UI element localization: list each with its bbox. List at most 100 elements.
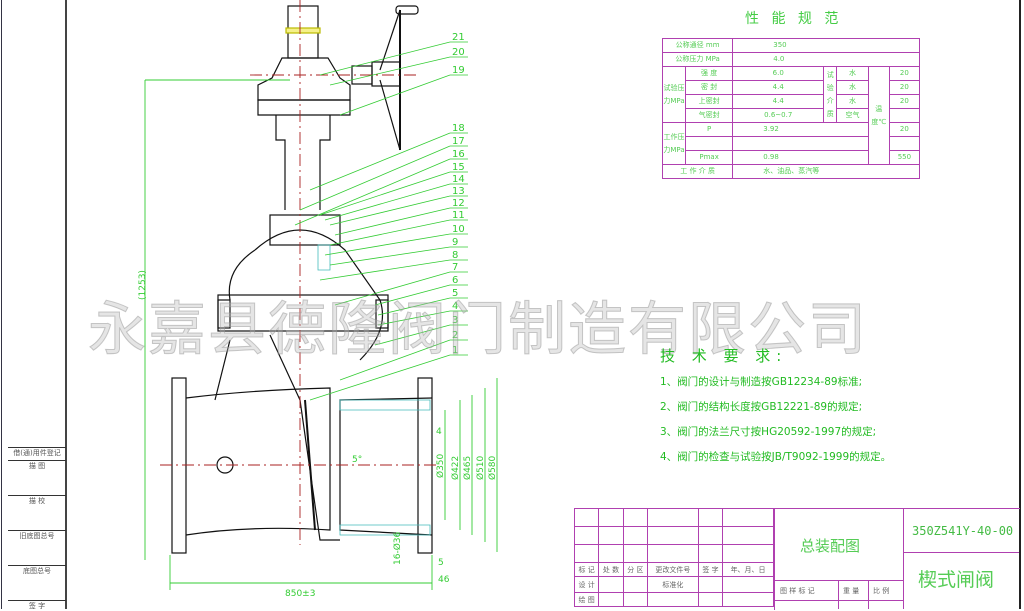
part-number-label: 13 [452, 186, 465, 197]
part-leader-line [329, 56, 451, 86]
cell: 0.6~0.7 [732, 108, 825, 123]
dim-d510: Ø510 [475, 455, 486, 480]
cell: 处 数 [598, 562, 624, 577]
cell: 标 记 [573, 562, 600, 577]
cell: 签 字 [697, 562, 724, 577]
dim-overall-height: (1253) [138, 270, 148, 300]
part-leader-line [329, 246, 451, 266]
cell: 分 区 [622, 562, 648, 577]
dim-flange-total: 46 [438, 575, 450, 585]
part-leader-line [377, 297, 451, 316]
cell: 4.4 [732, 80, 825, 95]
part-number-label: 2 [452, 330, 458, 341]
part-number-label: 3 [452, 315, 458, 326]
divider [838, 580, 839, 609]
part-leader-line [324, 183, 451, 221]
left-border [1, 0, 2, 609]
part-number-label: 16 [452, 149, 465, 160]
requirements-title: 技 术 要 求: [660, 347, 788, 365]
divider [903, 508, 904, 609]
part-number-label: 4 [452, 301, 458, 312]
part-leader-line [319, 171, 451, 216]
cell: 设 计 [573, 576, 600, 593]
cell: Pmax [684, 150, 734, 165]
dim-bolts: 16-Ø36 [392, 531, 403, 565]
cell: 气密封 [684, 108, 734, 123]
cell: 水 [836, 94, 869, 109]
cell: 水 [836, 66, 869, 81]
requirement-item: 2、阀门的结构长度按GB12221-89的规定; [660, 401, 863, 413]
side-label: 旧底图总号 [8, 530, 66, 541]
cell: 6.0 [732, 66, 825, 81]
part-leader-line [319, 259, 451, 281]
part-number-label: 7 [452, 262, 458, 273]
dim-d422: Ø422 [450, 456, 461, 480]
part-number-label: 12 [452, 198, 465, 209]
part-number-label: 9 [452, 237, 458, 248]
cell: 550 [888, 150, 921, 165]
part-leader-line [329, 195, 451, 226]
part-number-label: 17 [452, 136, 465, 147]
part-leader-line [377, 310, 451, 326]
part-number-label: 1 [452, 345, 458, 356]
cell: 密 封 [684, 80, 734, 95]
part-number-label: 6 [452, 275, 458, 286]
cell [888, 108, 921, 123]
title-block-border [774, 508, 1020, 610]
drawing-name: 总装配图 [800, 537, 861, 555]
right-flange [417, 377, 433, 554]
part-leader-line [374, 284, 451, 306]
part-number-label: 18 [452, 123, 465, 134]
cell: 20 [888, 80, 921, 95]
cell: 温度℃ [867, 66, 890, 165]
watermark: 永嘉县德隆阀门制造有限公司 [87, 295, 869, 364]
cell: 20 [888, 122, 921, 137]
cell: 4.0 [732, 52, 920, 67]
cell [684, 136, 734, 151]
cell: 强 度 [684, 66, 734, 81]
dim-bore: Ø350 [435, 453, 446, 478]
dim-raised-face: 4 [436, 427, 442, 437]
cell: 公称压力 MPa [661, 52, 734, 67]
side-label: 签 字 [8, 600, 66, 611]
dim-flange-thk: 5 [438, 558, 444, 568]
weight-label: 重 量 [843, 587, 860, 595]
left-flange [171, 377, 187, 554]
part-number-label: 8 [452, 250, 458, 261]
cell [888, 136, 921, 151]
part-leader-line [309, 132, 451, 191]
divider [903, 552, 1019, 553]
cell: 20 [888, 66, 921, 81]
cell: 20 [888, 94, 921, 109]
part-leader-line [324, 233, 451, 256]
part-leader-line [334, 207, 451, 236]
part-leader-line [339, 74, 451, 116]
part-leader-line [339, 339, 451, 381]
scale-label: 比 例 [873, 587, 890, 595]
part-number-label: 14 [452, 174, 465, 185]
cell: 标准化 [646, 576, 699, 593]
part-number-label: 21 [452, 32, 465, 43]
requirement-item: 4、阀门的检查与试验按JB/T9092-1999的规定。 [660, 451, 892, 463]
cell: 水 [836, 80, 869, 95]
part-leader-line [299, 145, 451, 211]
binding-margin-line [65, 0, 67, 609]
cell: 年、月、日 [722, 562, 774, 577]
part-leader-line [334, 271, 451, 306]
cell: 绘 图 [573, 592, 600, 607]
gearbox-housing [257, 57, 351, 101]
dim-d580: Ø580 [487, 455, 498, 480]
cell: 公称通径 mm [661, 38, 734, 53]
side-label: 描 图 [8, 460, 66, 471]
cell: 上密封 [684, 94, 734, 109]
side-label: 底图总号 [8, 565, 66, 576]
technical-requirements: 技 术 要 求: 1、阀门的设计与制造按GB12234-89标准; 2、阀门的结… [660, 345, 891, 474]
cell: P [684, 122, 734, 137]
requirement-item: 1、阀门的设计与制造按GB12234-89标准; [660, 376, 863, 388]
part-number-label: 5 [452, 288, 458, 299]
requirement-item: 3、阀门的法兰尺寸按HG20592-1997的规定; [660, 426, 877, 438]
spec-title: 性 能 规 范 [745, 11, 843, 27]
cell: 350 [732, 38, 920, 53]
